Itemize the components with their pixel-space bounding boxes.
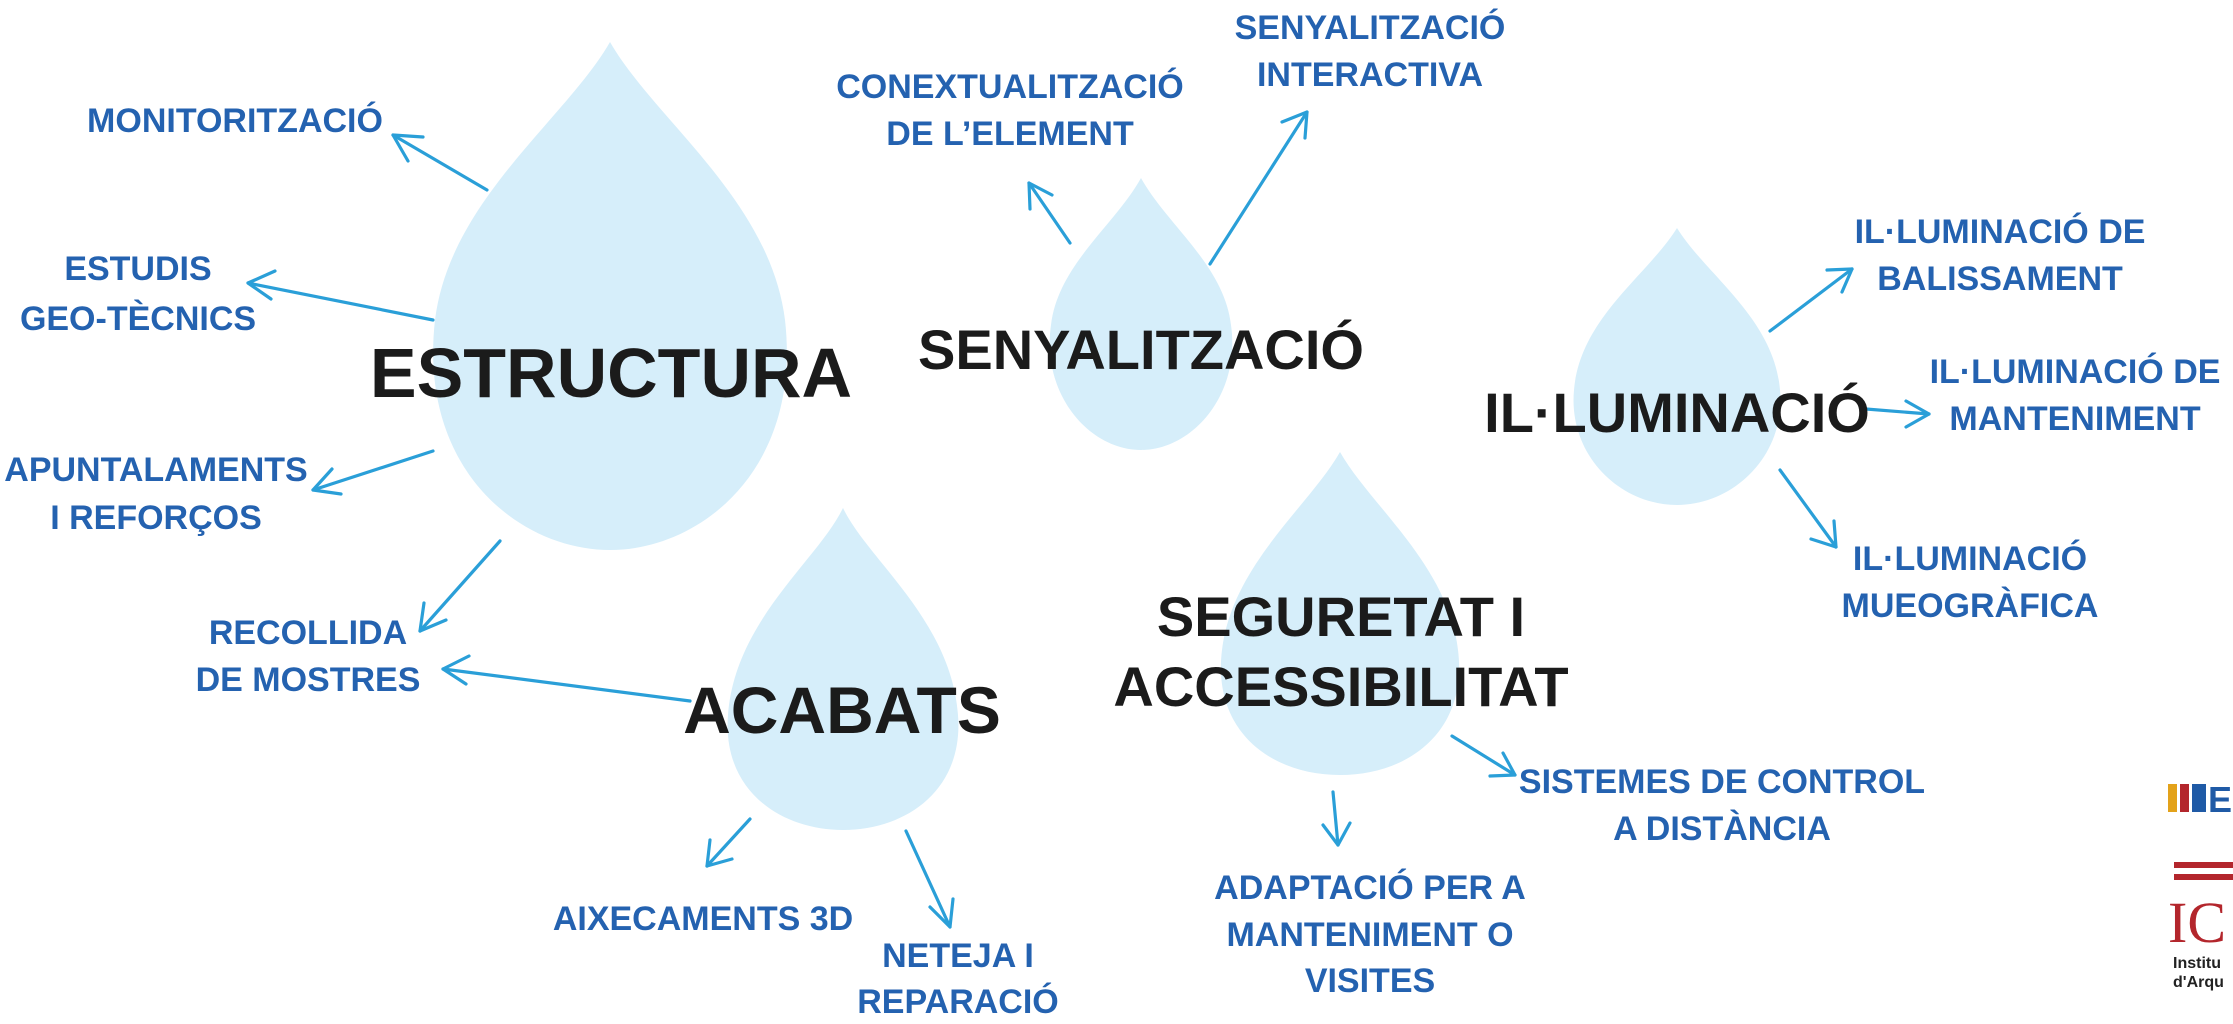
label-apuntalaments-line1: APUNTALAMENTS — [4, 451, 307, 489]
label-recollida-line2: DE MOSTRES — [196, 661, 421, 699]
category-seguretat-line2: ACCESSIBILITAT — [1113, 655, 1568, 718]
arrow-to-recollida — [418, 539, 502, 633]
arrow-to-neteja — [904, 829, 955, 929]
category-estructura: ESTRUCTURA — [370, 334, 852, 412]
label-ilum-balissament-line1: IL·LUMINACIÓ DE — [1855, 213, 2146, 251]
label-adaptacio-line2: MANTENIMENT O — [1226, 916, 1513, 954]
category-illuminacio: IL·LUMINACIÓ — [1484, 381, 1870, 444]
logo-bottom-partial: IC Institu d'Arqu — [2168, 862, 2233, 991]
arrow-to-aixecaments — [705, 817, 752, 868]
label-ilum-manteniment-line1: IL·LUMINACIÓ DE — [1930, 353, 2221, 391]
arrow-to-estudis — [246, 269, 435, 322]
label-neteja-line2: REPARACIÓ — [857, 983, 1059, 1021]
arrow-to-ilum-manteniment — [1864, 399, 1931, 429]
label-senyal-interactiva-line1: SENYALITZACIÓ — [1235, 9, 1506, 47]
logo-bottom-letters: IC — [2168, 890, 2226, 955]
arrow-to-contextualitzacio — [1027, 181, 1072, 245]
drop-acabats — [727, 508, 959, 830]
label-sistemes-line1: SISTEMES DE CONTROL — [1519, 763, 1925, 801]
label-sistemes-line2: A DISTÀNCIA — [1613, 810, 1831, 848]
drop-senyalitzacio — [1049, 178, 1233, 450]
label-apuntalaments-line2: I REFORÇOS — [50, 499, 262, 537]
label-estudis-line1: ESTUDIS — [64, 250, 211, 288]
arrow-to-senyal-interactiva — [1208, 110, 1309, 266]
arrow-to-ilum-museografica — [1778, 468, 1838, 549]
logo-top-letter: E — [2208, 779, 2232, 820]
label-ilum-balissament-line2: BALISSAMENT — [1877, 260, 2123, 298]
arrow-to-adaptacio — [1321, 790, 1352, 847]
logo-top-partial: E — [2168, 779, 2232, 820]
label-recollida-line1: RECOLLIDA — [209, 614, 407, 652]
arrow-to-sistemes — [1450, 734, 1517, 778]
label-neteja-line1: NETEJA I — [882, 937, 1034, 975]
label-senyal-interactiva-line2: INTERACTIVA — [1257, 56, 1483, 94]
label-contextualitzacio-line2: DE L’ELEMENT — [886, 115, 1134, 153]
label-ilum-manteniment-line2: MANTENIMENT — [1949, 400, 2200, 438]
category-acabats: ACABATS — [683, 673, 1001, 747]
arrow-to-apuntalaments — [311, 449, 435, 496]
drop-illuminacio — [1573, 228, 1781, 505]
arrow-to-recollida-from-acabats — [441, 654, 692, 703]
arrow-to-monitoritzacio — [391, 133, 489, 192]
label-contextualitzacio-line1: CONEXTUALITZACIÓ — [836, 68, 1184, 106]
category-senyalitzacio: SENYALITZACIÓ — [918, 318, 1364, 381]
drop-estructura — [433, 42, 787, 550]
drop-seguretat — [1220, 452, 1460, 775]
label-ilum-museografica-line2: MUEOGRÀFICA — [1842, 587, 2099, 625]
logo-bottom-caption-line1: Institu — [2173, 955, 2221, 972]
label-aixecaments: AIXECAMENTS 3D — [553, 900, 853, 938]
label-estudis-line2: GEO-TÈCNICS — [20, 300, 256, 338]
label-ilum-museografica-line1: IL·LUMINACIÓ — [1853, 540, 2087, 578]
label-monitoritzacio: MONITORITZACIÓ — [87, 102, 383, 140]
arrow-to-ilum-balissament — [1768, 267, 1854, 333]
logo-bottom-caption-line2: d'Arqu — [2173, 974, 2224, 991]
label-adaptacio-line1: ADAPTACIÓ PER A — [1214, 869, 1526, 907]
category-seguretat-line1: SEGURETAT I — [1157, 585, 1525, 648]
label-adaptacio-line3: VISITES — [1305, 962, 1435, 1000]
